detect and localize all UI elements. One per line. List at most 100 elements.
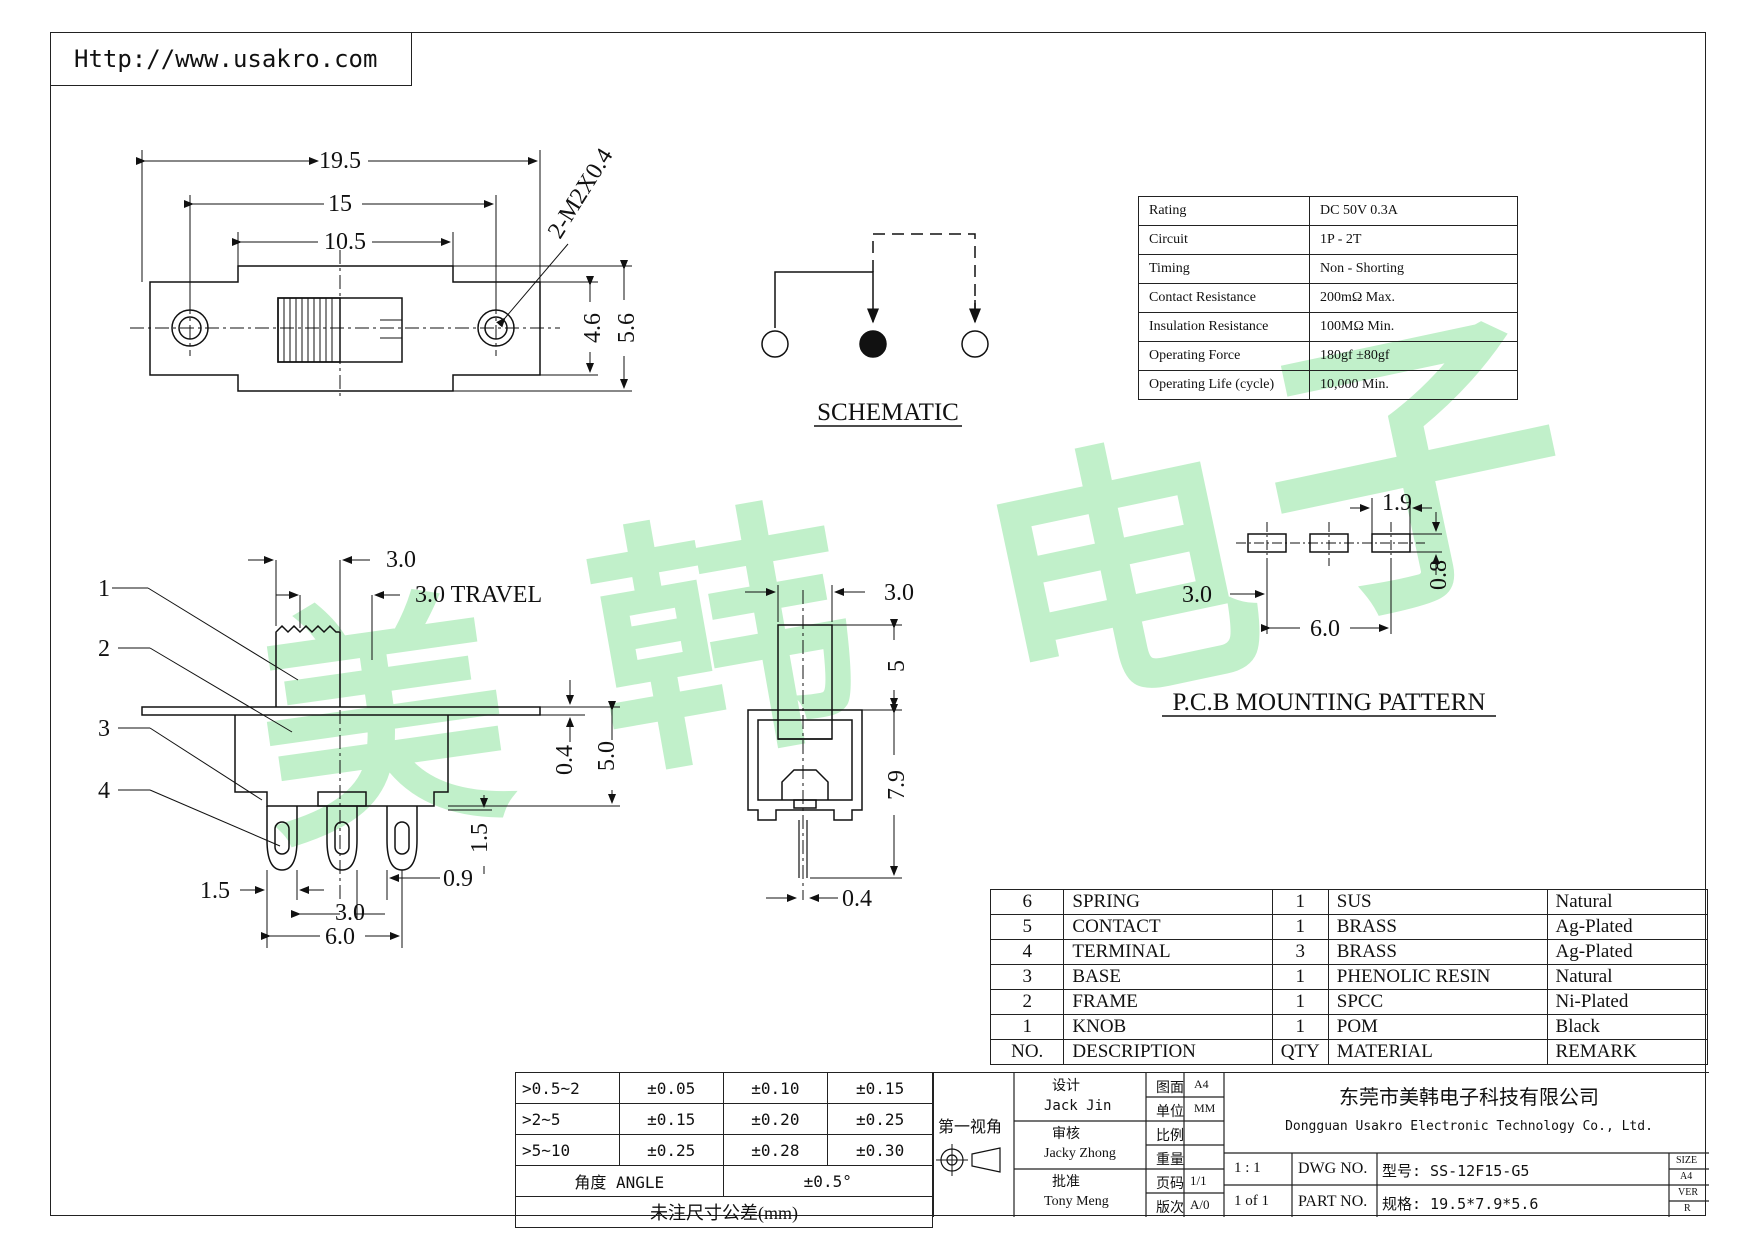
pcb-pattern xyxy=(1162,498,1496,717)
bom-no: 5 xyxy=(989,914,1065,940)
spec-name: Timing xyxy=(1138,254,1310,284)
bom-no: 1 xyxy=(989,1014,1065,1040)
dim-travel: 3.0 TRAVEL xyxy=(415,582,542,608)
design-label: 设计 xyxy=(1052,1079,1080,1094)
dim-pad-height: 0.8 xyxy=(1426,560,1452,590)
first-angle-projection-icon xyxy=(936,1144,1001,1176)
dim-end-body-height: 7.9 xyxy=(884,770,910,800)
spec-value: 100MΩ Min. xyxy=(1309,312,1518,342)
dim-body-height: 5.0 xyxy=(594,741,620,771)
dim-pad-width: 1.9 xyxy=(1382,490,1412,516)
dwg-label: DWG NO. xyxy=(1298,1160,1368,1177)
tolerance-c2: ±0.10 xyxy=(722,1072,829,1104)
angle-label: 角度 ANGLE xyxy=(515,1165,724,1197)
bom-header-row: NO. DESCRIPTION QTY MATERIAL REMARK xyxy=(989,1039,1709,1065)
bom-description: FRAME xyxy=(1063,989,1273,1015)
spec-value: 10,000 Min. xyxy=(1309,370,1518,400)
dim-terminal-width: 1.5 xyxy=(200,878,230,904)
callout-2: 2 xyxy=(98,636,110,662)
bom-no: 4 xyxy=(989,939,1065,965)
callout-1: 1 xyxy=(98,576,110,602)
bom-description: SPRING xyxy=(1063,889,1273,915)
spec-value: 200mΩ Max. xyxy=(1309,283,1518,313)
tolerance-angle-row: 角度 ANGLE±0.5° xyxy=(515,1165,934,1197)
part-label: PART NO. xyxy=(1298,1193,1368,1210)
dim-pad-span: 6.0 xyxy=(1310,616,1340,642)
bom-description: KNOB xyxy=(1063,1014,1273,1040)
tolerance-c1: ±0.05 xyxy=(618,1072,724,1104)
unit-value: MM xyxy=(1194,1101,1216,1115)
bom-material: BRASS xyxy=(1327,914,1548,940)
tolerance-range: >0.5~2 xyxy=(515,1072,620,1104)
bom-material: MATERIAL xyxy=(1327,1039,1548,1065)
tolerance-footer-row: 未注尺寸公差(mm) xyxy=(515,1196,933,1228)
bom-remark: Ag-Plated xyxy=(1546,939,1709,965)
spec-value: DC 50V 0.3A xyxy=(1309,196,1518,226)
bom-row: 4 TERMINAL 3 BRASS Ag-Plated xyxy=(989,939,1709,965)
ver-label: VER xyxy=(1678,1187,1698,1198)
tolerance-row: >0.5~2 ±0.05 ±0.10 ±0.15 xyxy=(515,1072,933,1104)
spec-row: Operating Life (cycle)10,000 Min. xyxy=(1138,370,1518,400)
drawing-value: A4 xyxy=(1194,1077,1209,1091)
website-url: Http://www.usakro.com xyxy=(50,32,412,86)
spec-name: Operating Life (cycle) xyxy=(1138,370,1310,400)
bom-qty: 1 xyxy=(1271,889,1329,915)
spec-name: Rating xyxy=(1138,196,1310,226)
bom-remark: REMARK xyxy=(1546,1039,1709,1065)
spec-value: 1P - 2T xyxy=(1309,225,1518,255)
bom-remark: Natural xyxy=(1546,964,1709,990)
tolerance-footer: 未注尺寸公差(mm) xyxy=(515,1196,933,1228)
bom-no: 6 xyxy=(989,889,1065,915)
bom-no: NO. xyxy=(989,1039,1065,1065)
dim-pin-thickness: 0.4 xyxy=(842,886,872,912)
part-value: 规格: 19.5*7.9*5.6 xyxy=(1382,1195,1539,1213)
dim-thread: 2-M2X0.4 xyxy=(543,144,618,243)
bom-qty: 1 xyxy=(1271,1014,1329,1040)
page-label: 页码 xyxy=(1156,1177,1184,1192)
tolerance-c3: ±0.25 xyxy=(827,1103,933,1135)
unit-label: 单位 xyxy=(1156,1105,1184,1120)
bom-row: 1 KNOB 1 POM Black xyxy=(989,1014,1709,1040)
dim-flange-thickness: 0.4 xyxy=(552,745,578,775)
tolerance-range: >5~10 xyxy=(515,1134,620,1166)
callout-3: 3 xyxy=(98,716,110,742)
tolerance-c2: ±0.20 xyxy=(722,1103,829,1135)
version-label: 版次 xyxy=(1156,1201,1184,1216)
design-name: Jack Jin xyxy=(1044,1098,1112,1114)
title-block: 第一视角 设计 Jack Jin 审核 Jacky Zhong 批准 Tony … xyxy=(933,1072,1709,1217)
bom-row: 2 FRAME 1 SPCC Ni-Plated xyxy=(989,989,1709,1015)
bom-no: 2 xyxy=(989,989,1065,1015)
ver-value: R xyxy=(1684,1203,1691,1214)
tolerance-c1: ±0.25 xyxy=(618,1134,724,1166)
review-label: 审核 xyxy=(1052,1127,1080,1142)
tolerance-row: >5~10 ±0.25 ±0.28 ±0.30 xyxy=(515,1134,933,1166)
tolerance-row: >2~5 ±0.15 ±0.20 ±0.25 xyxy=(515,1103,933,1135)
dim-hole-pitch: 15 xyxy=(328,191,352,217)
pcb-title: P.C.B MOUNTING PATTERN xyxy=(1172,689,1485,716)
spec-value: Non - Shorting xyxy=(1309,254,1518,284)
angle-value: ±0.5° xyxy=(722,1165,934,1197)
dim-terminal-pitch: 3.0 xyxy=(335,900,365,926)
tolerance-c3: ±0.15 xyxy=(827,1072,933,1104)
sheet-text: 1 of 1 xyxy=(1234,1193,1269,1209)
weight-label: 重量 xyxy=(1156,1153,1184,1168)
dim-knob-width: 3.0 xyxy=(386,547,416,573)
tolerance-c2: ±0.28 xyxy=(722,1134,829,1166)
spec-name: Operating Force xyxy=(1138,341,1310,371)
bom-qty: 1 xyxy=(1271,989,1329,1015)
dim-terminal-offset: 1.5 xyxy=(467,823,493,853)
bom-qty: 3 xyxy=(1271,939,1329,965)
dim-overall-length: 19.5 xyxy=(319,148,361,174)
bom-qty: 1 xyxy=(1271,914,1329,940)
side-view xyxy=(112,556,620,948)
bom-remark: Ni-Plated xyxy=(1546,989,1709,1015)
bom-description: DESCRIPTION xyxy=(1063,1039,1273,1065)
dim-end-knob-height: 5 xyxy=(884,660,910,672)
bom-material: SUS xyxy=(1327,889,1548,915)
dim-pad-pitch: 3.0 xyxy=(1182,582,1212,608)
callout-4: 4 xyxy=(98,778,110,804)
spec-value: 180gf ±80gf xyxy=(1309,341,1518,371)
